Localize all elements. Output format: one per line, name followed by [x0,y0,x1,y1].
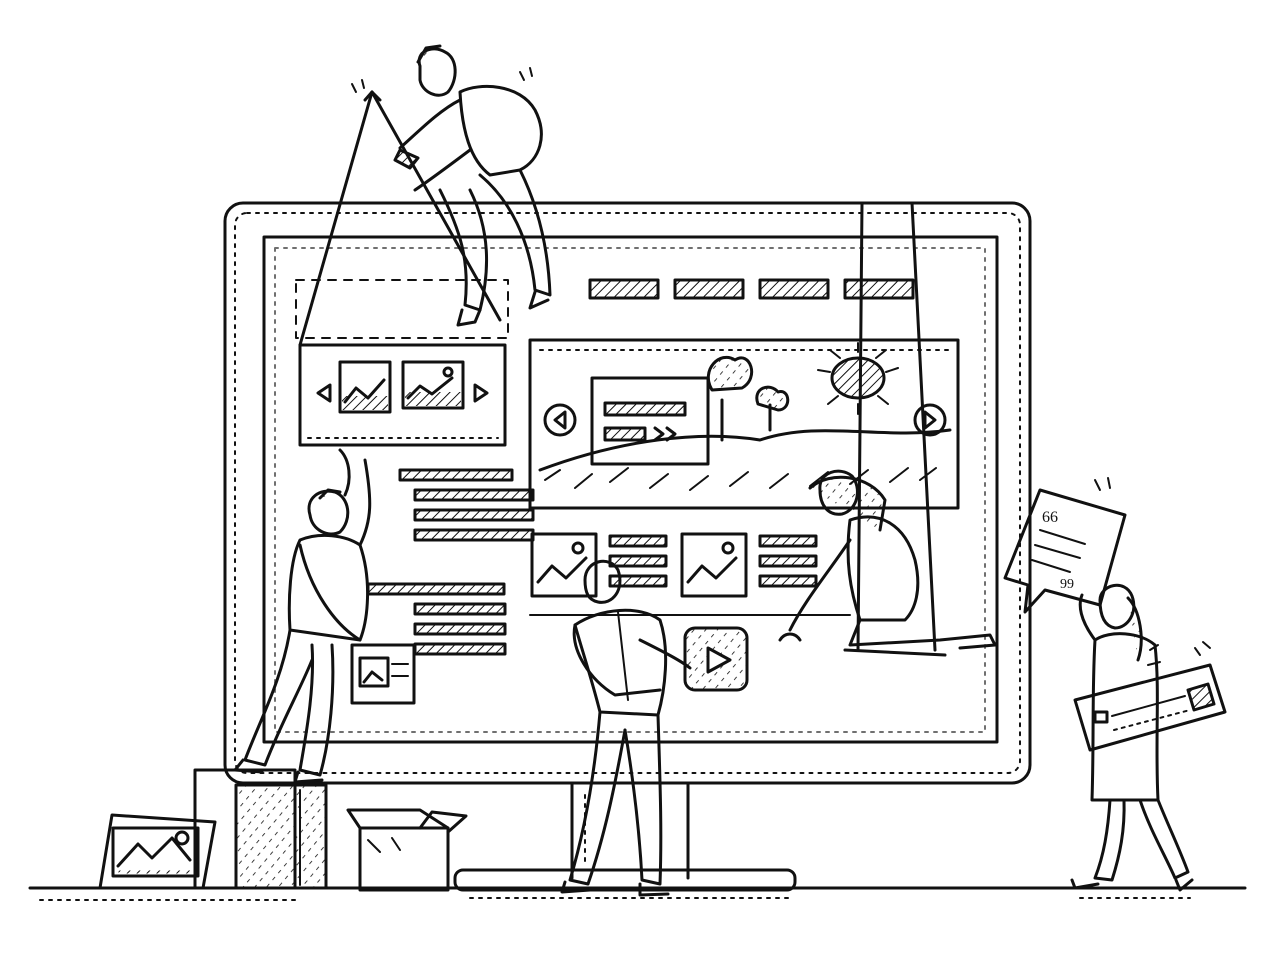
double-chevron-icon [653,426,677,442]
arrow-left-icon [543,403,577,437]
motion-marks [351,67,1211,666]
content-cards-row [529,532,851,616]
image-placeholder-icon [1186,682,1216,712]
image-placeholder-icon [350,643,416,705]
hero-banner [528,338,960,510]
text-block-left [366,468,535,656]
image-placeholder-icon [338,360,392,414]
speech-bubble-open-quote: 66 [1042,509,1058,526]
play-icon [683,626,749,692]
text-card-held [1073,663,1227,752]
person-with-bubble [1070,583,1194,892]
image-slider-panel [298,90,507,447]
arrow-right-icon [913,403,947,437]
placeholder-frame [295,279,509,339]
sun-icon [817,342,899,415]
monitor [223,201,1032,785]
monitor-stand [453,781,797,892]
person-on-swing [778,201,997,657]
speech-bubble [1003,488,1127,614]
person-carrying-video [560,559,749,897]
person-sitting-on-monitor [363,44,552,327]
image-placeholder-icon [680,532,748,598]
nav-menu-bars [588,278,915,300]
tree-icon [706,355,790,442]
image-placeholder-icon [530,532,598,598]
image-frame-on-ground [98,813,217,890]
image-placeholder-icon [401,360,465,410]
open-box [346,808,468,892]
speech-bubble-close-quote: 99 [1060,577,1074,592]
stacked-boxes [193,768,328,890]
